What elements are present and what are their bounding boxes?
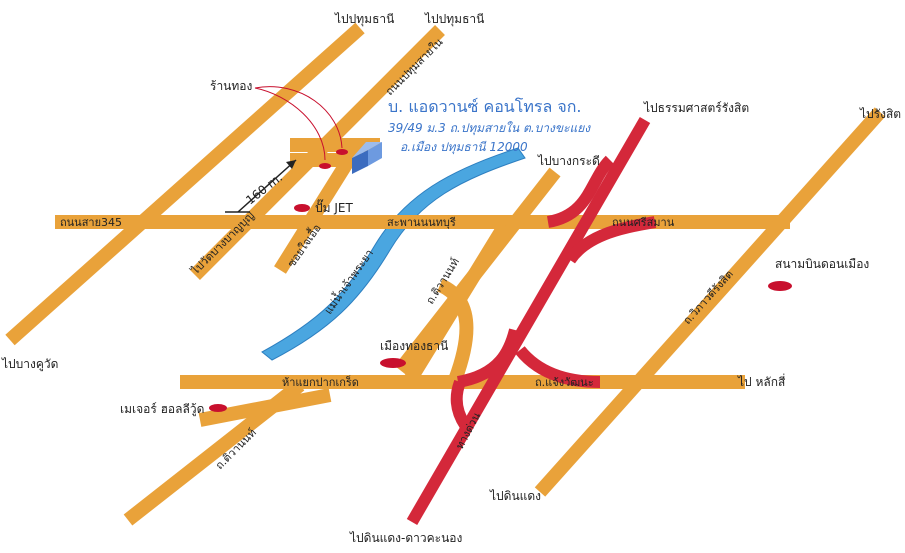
label-address-2: อ.เมือง ปทุมธานี 12000 (400, 140, 528, 155)
pump-jet-marker (294, 204, 310, 212)
label-road-vibhavadi: ถ.วิภาวดีรังสิต (681, 268, 736, 327)
distance-arrow (225, 159, 297, 213)
soi-chaiyue (274, 146, 361, 274)
label-company-name: บ. แอดวานซ์ คอนโทรล จก. (388, 97, 582, 116)
expressway-ramp-top-right (565, 216, 657, 264)
company-building-icon (352, 142, 382, 174)
label-to-rangsit: ไปรังสิต (859, 107, 901, 121)
airport-marker (768, 281, 792, 291)
label-mueang-thong-thani: เมืองทองธานี (380, 339, 448, 353)
chao-phraya-river (261, 147, 526, 361)
road-mueangthong-loop (436, 278, 474, 383)
road-network (5, 22, 886, 526)
expressway-ramp-top-left (546, 155, 615, 228)
label-to-laksi: ไป หลักสี่ (737, 373, 786, 389)
label-major-hollywood: เมเจอร์ ฮอลลีวู้ด (120, 402, 204, 417)
expressway-main (406, 116, 651, 526)
label-road-chaengwattana: ถ.แจ้งวัฒนะ (535, 376, 594, 389)
road-pathumthani-left (5, 22, 365, 346)
road-pathumsainai (190, 25, 445, 280)
expressway-network (406, 116, 657, 526)
label-address-1: 39/49 ม.3 ถ.ปทุมสายใน ต.บางขะแยง (388, 121, 591, 136)
label-to-bangkhuwat: ไปบางคูวัด (1, 357, 58, 372)
gold-shop-pointer (254, 86, 343, 149)
road-vibhavadi (534, 107, 886, 497)
expressway-ramp-bottom-right (515, 346, 601, 388)
road-to-major (198, 388, 332, 427)
gold-shop-marker-2 (319, 163, 331, 169)
label-pump-jet: ปั๊ม JET (315, 199, 353, 215)
gold-shop-marker (336, 149, 348, 155)
label-airport-donmueang: สนามบินดอนเมือง (775, 257, 869, 271)
mueang-thong-thani-marker (380, 358, 406, 368)
label-to-pathumthani-1: ไปปทุมธานี (334, 12, 394, 27)
label-to-dindaeng: ไปดินแดง (489, 489, 541, 503)
expressway-ramp-bottom-left-2 (450, 379, 471, 429)
label-bridge-nonthaburi: สะพานนนทบุรี (387, 216, 456, 229)
label-to-bangkradi: ไปบางกระดี (537, 154, 600, 168)
label-road-pathumsainai: ถนนปทุมสายใน (383, 35, 446, 98)
label-road-345: ถนนสาย345 (60, 216, 122, 229)
expressway-ramp-bottom-left (456, 328, 521, 388)
major-hollywood-marker (209, 404, 227, 412)
label-road-srisaman: ถนนศรีสมาน (612, 216, 675, 229)
label-to-dindaeng-daokanong: ไปดินแดง-ดาวคะนอง (349, 531, 462, 545)
label-gold-shop: ร้านทอง (210, 79, 252, 93)
label-to-pathumthani-2: ไปปทุมธานี (424, 12, 484, 27)
gold-shop-pointer-2 (254, 87, 326, 161)
label-pakkret-junction: ห้าแยกปากเกร็ด (282, 375, 359, 389)
label-to-thammasat: ไปธรรมศาสตร์รังสิต (643, 101, 749, 115)
